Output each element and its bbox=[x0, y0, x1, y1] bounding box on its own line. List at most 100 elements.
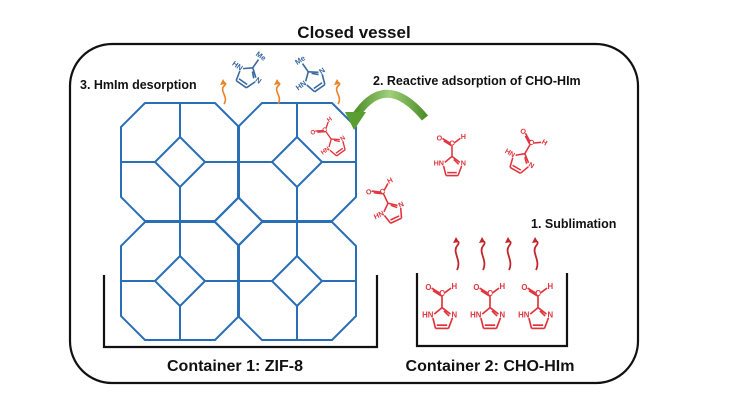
diamond-cage-4 bbox=[271, 255, 323, 307]
bond bbox=[383, 202, 389, 213]
atom-label: O bbox=[473, 283, 479, 292]
atom-label: H bbox=[540, 137, 549, 147]
bond bbox=[441, 306, 451, 315]
bond bbox=[528, 317, 533, 329]
bond bbox=[371, 190, 381, 193]
desorption-arrow bbox=[334, 79, 341, 105]
bond bbox=[524, 143, 531, 155]
bond bbox=[524, 153, 530, 164]
bond bbox=[382, 193, 389, 204]
bond bbox=[314, 83, 326, 93]
bond bbox=[524, 132, 531, 142]
wavy-arrow-shaft bbox=[506, 240, 512, 271]
atom-label: C bbox=[449, 139, 454, 148]
bond bbox=[315, 129, 324, 132]
bond bbox=[453, 158, 460, 165]
container-2-beaker bbox=[415, 273, 569, 348]
atom-label: N bbox=[397, 199, 406, 209]
atom-label: HN bbox=[372, 209, 385, 222]
atom-label: HN bbox=[422, 310, 434, 319]
step-3-desorption-label: 3. HmIm desorption bbox=[80, 78, 197, 92]
diagram-title: Closed vessel bbox=[297, 23, 410, 42]
bond bbox=[519, 166, 529, 174]
bond bbox=[399, 207, 403, 219]
bond bbox=[328, 138, 332, 148]
atom-label: HN bbox=[470, 310, 482, 319]
atom-label: O bbox=[521, 283, 527, 292]
bond bbox=[529, 306, 539, 315]
bond bbox=[481, 306, 491, 315]
closed-vessel-outline bbox=[68, 42, 640, 385]
container-2-label: Container 2: CHO-HIm bbox=[406, 358, 575, 375]
atom-label: H bbox=[500, 282, 506, 291]
bond bbox=[489, 306, 499, 315]
atom-label: H bbox=[326, 115, 334, 124]
bond bbox=[495, 317, 502, 329]
wavy-arrow-head bbox=[334, 79, 340, 85]
bond bbox=[441, 137, 451, 144]
atom-label: C bbox=[378, 186, 387, 196]
container-1-beaker bbox=[102, 275, 379, 349]
step-1-sublimation-label: 1. Sublimation bbox=[531, 217, 616, 231]
zif8-framework-lattice bbox=[120, 102, 357, 341]
diamond-cage-2 bbox=[271, 136, 323, 188]
bond bbox=[325, 121, 329, 129]
bond bbox=[512, 164, 522, 171]
bond bbox=[251, 71, 255, 79]
bond bbox=[453, 137, 461, 144]
atom-label: C bbox=[439, 289, 445, 298]
atom-label: N bbox=[500, 310, 506, 319]
wavy-arrow-head bbox=[532, 237, 538, 243]
bond bbox=[491, 287, 500, 294]
wavy-arrow-shaft bbox=[335, 82, 341, 105]
atom-label: C bbox=[321, 126, 329, 135]
bond bbox=[479, 287, 489, 295]
bond bbox=[443, 140, 452, 147]
bond bbox=[313, 82, 323, 90]
atom-label: Me bbox=[293, 53, 307, 66]
bond bbox=[390, 204, 398, 209]
bond bbox=[442, 165, 447, 176]
atom-label: O bbox=[309, 128, 317, 137]
atom-label: C bbox=[527, 137, 536, 147]
wavy-arrow-shaft bbox=[454, 240, 460, 271]
wavy-arrow-shaft bbox=[480, 240, 486, 271]
atom-label: H bbox=[548, 282, 554, 291]
bond bbox=[447, 317, 454, 329]
wavy-arrow-head bbox=[274, 79, 280, 85]
step-2-adsorption-label: 2. Reactive adsorption of CHO-HIm bbox=[373, 74, 581, 88]
atom-label: N bbox=[254, 75, 264, 85]
wavy-arrow-shaft bbox=[275, 82, 281, 105]
bond bbox=[336, 149, 346, 157]
bond bbox=[390, 217, 402, 224]
atom-label: O bbox=[437, 133, 443, 142]
atom-label: HN bbox=[320, 145, 332, 156]
bond bbox=[383, 183, 389, 191]
bond bbox=[457, 165, 463, 176]
bond bbox=[308, 70, 319, 74]
sublimation-arrow bbox=[479, 237, 486, 271]
bond bbox=[431, 287, 441, 295]
bond bbox=[509, 157, 514, 168]
atom-label: HN bbox=[434, 159, 444, 168]
bond bbox=[251, 67, 257, 78]
bond bbox=[532, 141, 542, 144]
bond bbox=[539, 310, 546, 317]
bond bbox=[433, 306, 443, 315]
bond bbox=[528, 289, 538, 297]
bond bbox=[543, 317, 550, 329]
atom-label: N bbox=[317, 65, 327, 75]
bond bbox=[306, 84, 316, 93]
bond bbox=[527, 287, 537, 295]
bond bbox=[443, 287, 452, 294]
atom-label: HN bbox=[230, 59, 244, 73]
bond bbox=[242, 66, 253, 70]
bond bbox=[317, 130, 326, 133]
